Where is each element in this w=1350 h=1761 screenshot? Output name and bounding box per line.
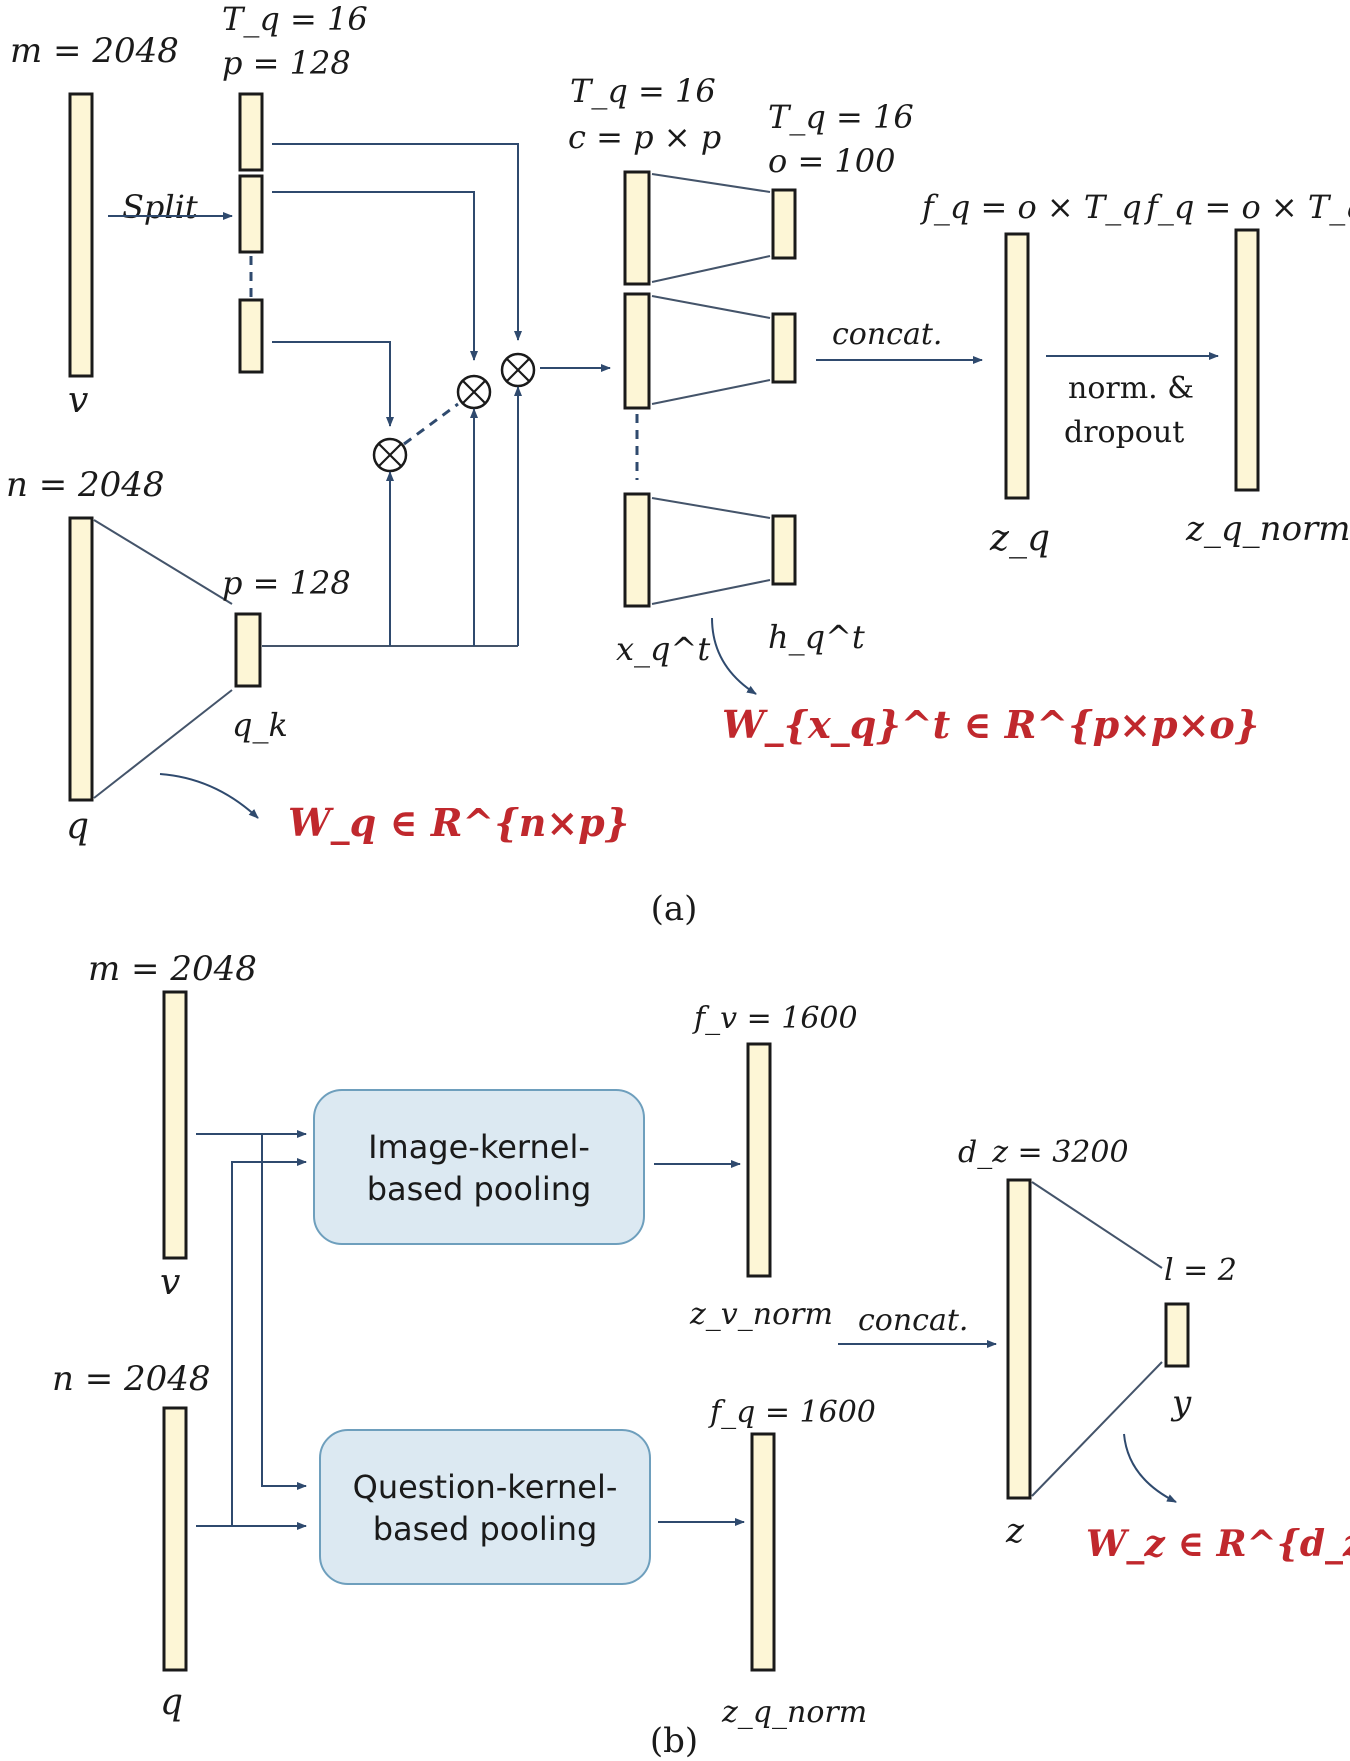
y-vector-bar — [1164, 1302, 1190, 1368]
h-vector-1-bar — [771, 188, 797, 260]
q-dim-label: n = 2048 — [6, 465, 165, 505]
split-dims-p: p = 128 — [222, 44, 351, 82]
h-vector-last-bar — [771, 514, 797, 586]
z-dim-label: d_z = 3200 — [958, 1135, 1129, 1170]
otimes-3-icon — [500, 352, 536, 388]
v-to-question-pool-arrow — [261, 1134, 307, 1490]
q-to-image-pool-arrow — [231, 1158, 307, 1526]
z-vector-bar — [1006, 1178, 1032, 1500]
image-pool-label-line1: Image-kernel- — [368, 1128, 590, 1166]
q-proj-line-top — [93, 519, 233, 605]
wz-curve-arrow — [1123, 1433, 1177, 1503]
b-q-dim-label: n = 2048 — [52, 1359, 211, 1399]
image-kernel-pooling-box — [313, 1089, 645, 1245]
h-dims-tq: T_q = 16 — [768, 98, 914, 136]
h-vector-label: h_q^t — [768, 618, 865, 656]
wq-weight-label: W_q ∈ R^{n×p} — [288, 800, 629, 845]
x-dims-c: c = p × p — [568, 118, 721, 156]
split-chunk-1 — [238, 92, 264, 172]
split-chunk-last — [238, 298, 264, 374]
v-dim-label: m = 2048 — [10, 31, 179, 71]
image-pool-label-line2: based pooling — [367, 1170, 592, 1208]
b-q-vector-label: q — [160, 1682, 183, 1723]
zqn-vector-label: z_q_norm — [1185, 509, 1350, 549]
x3-h3-line-top — [651, 497, 771, 519]
chunk1-to-otimes3-arrow — [272, 143, 522, 341]
x2-h2-line-top — [651, 295, 771, 319]
question-pool-label-line2: based pooling — [373, 1510, 598, 1548]
question-pool-label-line1: Question-kernel- — [353, 1468, 618, 1506]
q-vector-bar — [68, 516, 94, 802]
x2-h2-line-bottom — [651, 379, 771, 405]
chunklast-to-otimes1-arrow — [272, 341, 394, 427]
norm-label: norm. & — [1068, 371, 1194, 406]
zqn-b-vector-label: z_q_norm — [721, 1695, 867, 1730]
x1-h1-line-bottom — [651, 255, 771, 283]
zvn-vector-bar — [746, 1042, 772, 1278]
x-vector-label: x_q^t — [616, 630, 710, 668]
fv-dim-label: f_v = 1600 — [692, 1001, 858, 1036]
wz-weight-label: W_z ∈ R^{d_z×l} — [1086, 1523, 1350, 1565]
z-y-line-top — [1031, 1181, 1163, 1269]
zq-dim-label: f_q = o × T_q — [920, 188, 1142, 226]
b-v-vector-label: v — [160, 1262, 180, 1303]
x3-h3-line-bottom — [651, 579, 771, 605]
zqn-vector-bar — [1234, 228, 1260, 492]
chunk2-to-otimes2-arrow — [272, 191, 478, 361]
z-y-line-bottom — [1031, 1361, 1163, 1497]
qk-dim-label: p = 128 — [222, 564, 351, 602]
q-vector-label: q — [66, 806, 89, 847]
panel-a-caption: (a) — [651, 889, 698, 929]
otimes-ellipsis — [403, 402, 459, 446]
x-dims-tq: T_q = 16 — [570, 72, 716, 110]
v-vector-bar — [68, 92, 94, 378]
otimes-2-icon — [456, 374, 492, 410]
concat-b-label: concat. — [858, 1303, 968, 1338]
qk-vector-bar — [234, 612, 262, 688]
panel-b: m = 2048 v n = 2048 q Image-kernel- base… — [52, 949, 1350, 1761]
y-vector-label: y — [1170, 1383, 1192, 1423]
panel-a: m = 2048 v T_q = 16 p = 128 Split — [6, 0, 1350, 929]
split-chunk-2 — [238, 174, 264, 254]
x-vector-last-bar — [623, 492, 651, 608]
y-dim-label: l = 2 — [1164, 1253, 1237, 1288]
b-q-vector-bar — [162, 1406, 188, 1672]
h-dims-o: o = 100 — [768, 142, 896, 180]
b-v-vector-bar — [162, 990, 188, 1260]
wx-curve-arrow — [711, 617, 757, 695]
wq-curve-arrow — [159, 773, 259, 819]
b-v-dim-label: m = 2048 — [88, 949, 257, 989]
otimes-1-icon — [372, 437, 408, 473]
panel-b-caption: (b) — [650, 1721, 698, 1761]
dropout-label: dropout — [1064, 415, 1184, 450]
fq-dim-label: f_q = 1600 — [708, 1395, 876, 1430]
z-vector-label: z — [1005, 1511, 1025, 1551]
split-dims-tq: T_q = 16 — [222, 0, 368, 38]
qk-vector-label: q_k — [232, 706, 288, 744]
zq-vector-label: z_q — [989, 518, 1050, 559]
zqn-dim-label: f_q = o × T_q — [1144, 188, 1350, 226]
split-label: Split — [122, 188, 198, 226]
x-vector-2-bar — [623, 292, 651, 410]
v-vector-label: v — [68, 380, 88, 421]
wx-weight-label: W_{x_q}^t ∈ R^{p×p×o} — [722, 702, 1259, 747]
question-kernel-pooling-box — [319, 1429, 651, 1585]
zq-vector-bar — [1004, 232, 1030, 500]
zvn-vector-label: z_v_norm — [689, 1297, 833, 1332]
x1-h1-line-top — [651, 173, 771, 193]
concat-a-label: concat. — [832, 317, 942, 352]
q-proj-line-bottom — [93, 689, 233, 799]
x-vector-1-bar — [623, 170, 651, 286]
h-vector-2-bar — [771, 312, 797, 384]
zqn-b-vector-bar — [750, 1432, 776, 1672]
